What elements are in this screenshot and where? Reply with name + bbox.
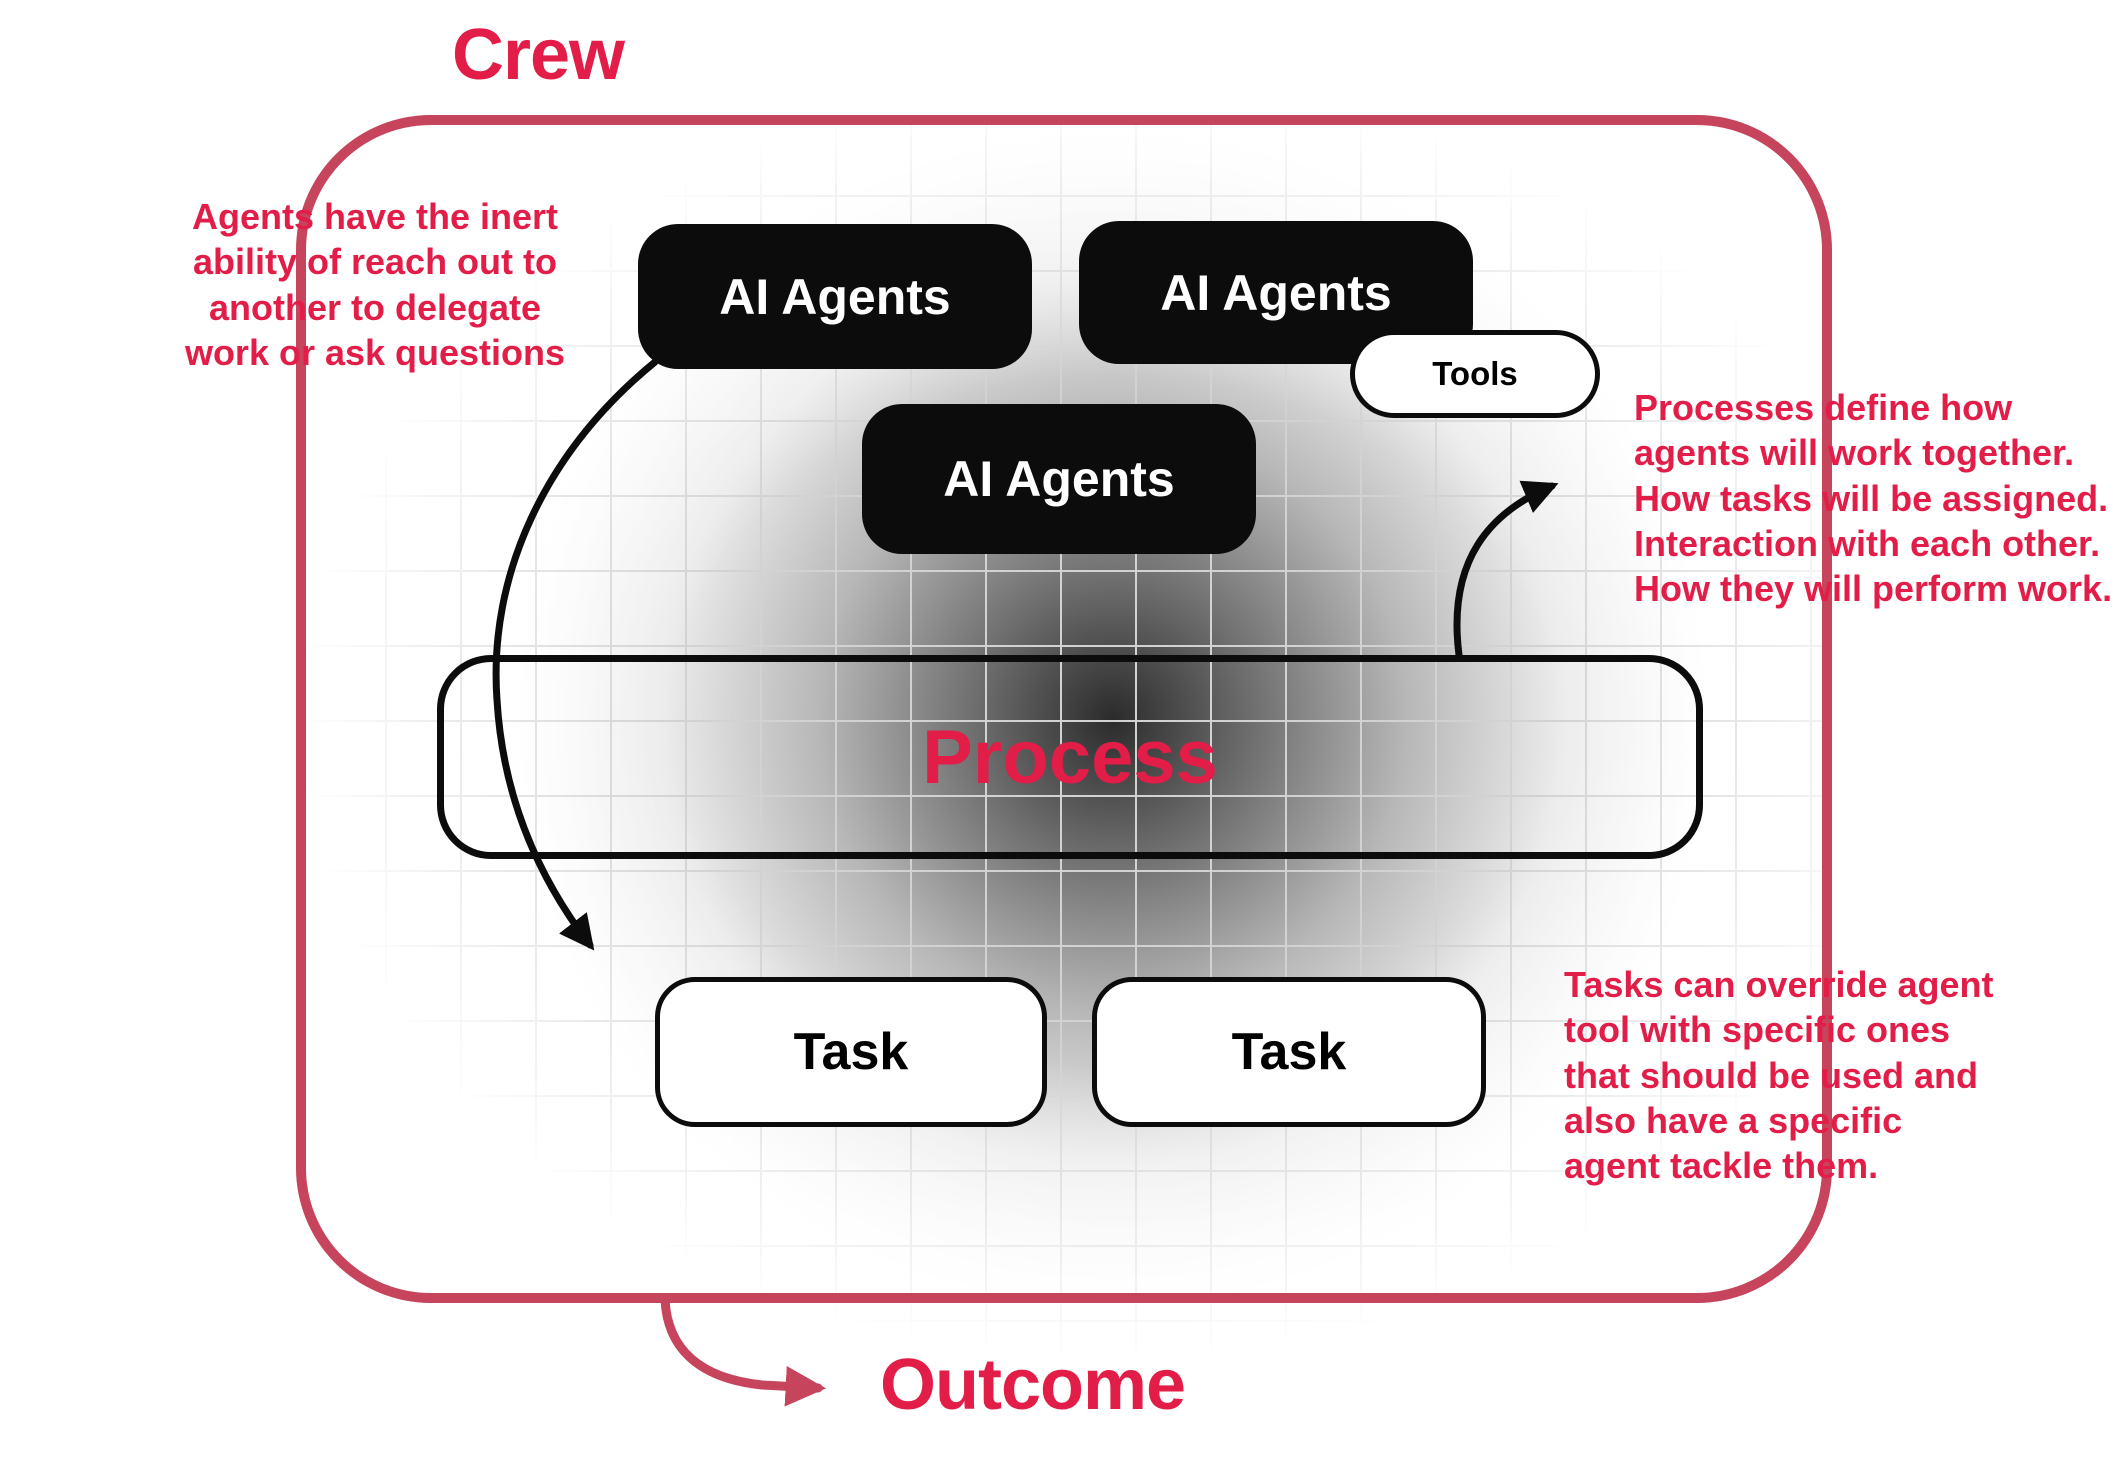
task-box-2: Task bbox=[1092, 977, 1486, 1127]
annotation-tasks: Tasks can override agent tool with speci… bbox=[1564, 964, 1994, 1187]
process-box: Process bbox=[437, 655, 1703, 859]
ai-agents-label-3: AI Agents bbox=[943, 451, 1175, 507]
crew-title: Crew bbox=[452, 15, 625, 95]
ai-agents-box-1: AI Agents bbox=[638, 224, 1032, 369]
ai-agents-box-3: AI Agents bbox=[862, 404, 1256, 554]
annotation-processes: Processes define how agents will work to… bbox=[1634, 387, 2113, 610]
ai-agents-label-2: AI Agents bbox=[1160, 264, 1392, 321]
tools-label: Tools bbox=[1432, 355, 1518, 392]
crew-boundary-box bbox=[296, 115, 1832, 1303]
task-label-1: Task bbox=[793, 1023, 909, 1081]
annotation-delegation: Agents have the inert ability of reach o… bbox=[184, 196, 566, 374]
tools-pill: Tools bbox=[1350, 330, 1600, 418]
outcome-label: Outcome bbox=[880, 1345, 1186, 1425]
ai-agents-label-1: AI Agents bbox=[719, 268, 951, 325]
process-label: Process bbox=[922, 714, 1218, 800]
task-label-2: Task bbox=[1231, 1023, 1347, 1081]
task-box-1: Task bbox=[655, 977, 1047, 1127]
